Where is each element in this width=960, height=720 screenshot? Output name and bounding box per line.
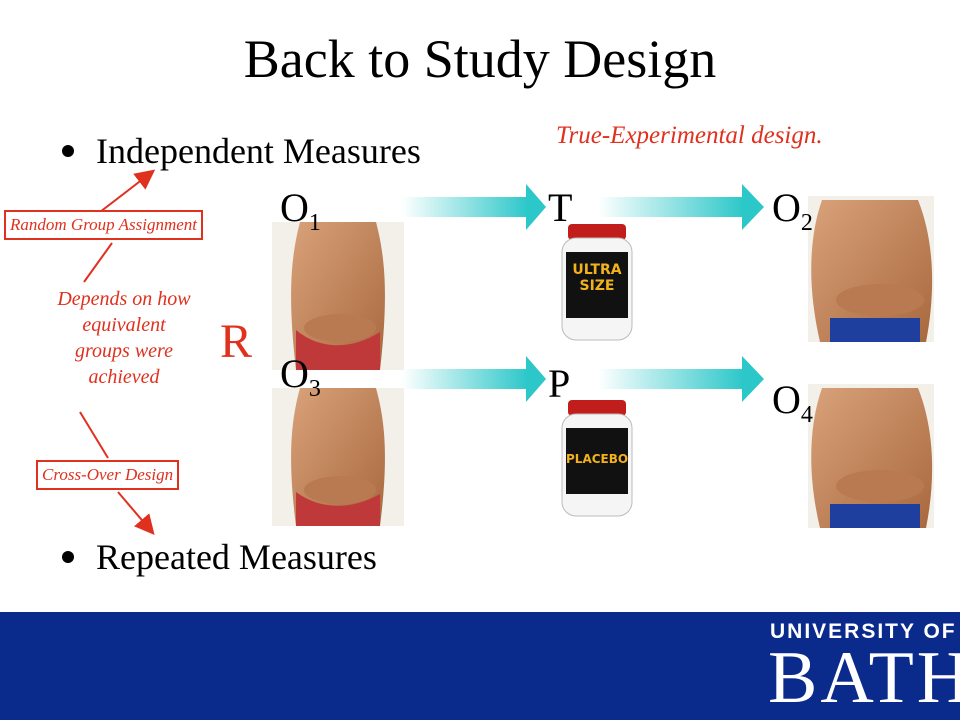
- placebo-jar-label: PLACEBO: [566, 452, 629, 466]
- person-post-o4-image: [808, 384, 934, 528]
- connector-depends-to-random: [83, 242, 113, 283]
- obs-letter: O: [280, 351, 309, 396]
- depends-note-line: equivalent: [82, 314, 166, 336]
- obs-subscript: 1: [308, 210, 321, 236]
- placebo-jar-image: [561, 400, 633, 517]
- obs-subscript: 2: [800, 210, 813, 236]
- observation-o2: O2: [772, 184, 813, 237]
- connector-random-to-independent: [99, 169, 156, 213]
- treatment-t: T: [548, 185, 573, 230]
- bullet-independent-measures: Independent Measures: [62, 130, 421, 172]
- depends-note-line: groups were: [75, 340, 173, 362]
- jar-label-line: ULTRA: [572, 262, 622, 278]
- arrow-o1-to-t: [402, 184, 546, 230]
- arrow-p-to-o4: [598, 356, 764, 402]
- supplement-jar-label: ULTRA SIZE: [566, 262, 628, 294]
- person-post-o2-image: [808, 196, 934, 342]
- connector-depends-to-crossover: [79, 411, 109, 459]
- depends-note-line: Depends on how: [57, 288, 191, 310]
- bullet-text: Independent Measures: [96, 131, 421, 171]
- obs-subscript: 3: [308, 376, 321, 402]
- supplement-jar-image: [561, 224, 633, 341]
- bullet-dot-icon: [62, 550, 74, 563]
- obs-letter: O: [772, 377, 801, 422]
- observation-o4: O4: [772, 376, 813, 429]
- arrow-t-to-o2: [598, 184, 764, 230]
- university-footer: [0, 612, 960, 720]
- bullet-repeated-measures: Repeated Measures: [62, 536, 377, 578]
- university-name-line1: UNIVERSITY OF: [770, 620, 957, 643]
- person-pre-o1-image: [272, 222, 404, 370]
- crossover-design-box: Cross-Over Design: [36, 460, 180, 490]
- person-pre-o3-image: [272, 388, 404, 526]
- obs-letter: O: [772, 185, 801, 230]
- page-title: Back to Study Design: [243, 29, 717, 89]
- obs-letter: O: [280, 185, 309, 230]
- depends-note: Depends on how equivalent groups were ac…: [28, 286, 220, 390]
- obs-subscript: 4: [800, 402, 813, 428]
- bullet-text: Repeated Measures: [96, 537, 377, 577]
- observation-o1: O1: [280, 184, 321, 237]
- arrow-o3-to-p: [402, 356, 546, 402]
- connector-crossover-to-repeated: [117, 491, 155, 536]
- depends-note-line: achieved: [88, 366, 160, 388]
- design-type-label: True-Experimental design.: [556, 122, 823, 149]
- bullet-dot-icon: [62, 144, 74, 157]
- random-group-assignment-box: Random Group Assignment: [4, 210, 203, 240]
- observation-o3: O3: [280, 350, 321, 403]
- randomization-symbol: R: [220, 315, 253, 368]
- university-name-line2: BATH: [768, 637, 960, 719]
- jar-label-line: SIZE: [579, 278, 615, 294]
- treatment-p: P: [548, 361, 571, 406]
